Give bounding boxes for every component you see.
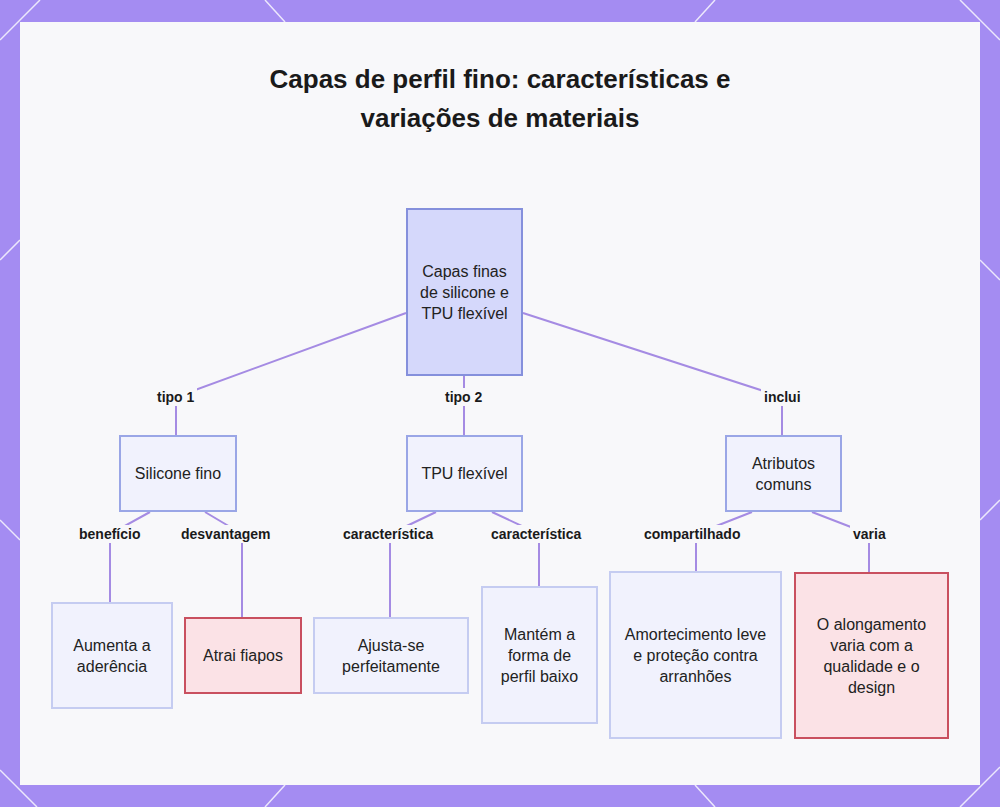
node-text: Silicone fino <box>135 463 221 484</box>
concept-box: O alongamento varia com a qualidade e o … <box>794 572 949 739</box>
node-text: O alongamento varia com a qualidade e o … <box>804 614 939 698</box>
edge-label: varia <box>850 525 889 543</box>
node-text: Amortecimento leve e proteção contra arr… <box>619 624 772 687</box>
node-text: Atributos comuns <box>735 453 832 495</box>
connector-line <box>523 313 782 435</box>
concept-box: Ajusta-se perfeitamente <box>313 617 469 694</box>
concept-box: Atributos comuns <box>725 435 842 512</box>
concept-box: Mantém a forma de perfil baixo <box>481 586 598 724</box>
root-box: Capas finas de silicone e TPU flexível <box>406 208 523 376</box>
node-text: TPU flexível <box>421 463 507 484</box>
edge-label: característica <box>340 525 436 543</box>
concept-box: Silicone fino <box>119 435 237 512</box>
edge-label: benefício <box>76 525 143 543</box>
edge-label: tipo 2 <box>442 388 485 406</box>
edge-label: desvantagem <box>178 525 273 543</box>
connector-line <box>176 313 406 435</box>
node-text: Aumenta a aderência <box>61 635 163 677</box>
edge-label: tipo 1 <box>154 388 197 406</box>
concept-box: Atrai fiapos <box>184 617 302 694</box>
concept-box: Amortecimento leve e proteção contra arr… <box>609 571 782 739</box>
panel <box>20 22 980 785</box>
node-text: Mantém a forma de perfil baixo <box>491 624 588 687</box>
diagram-title: Capas de perfil fino: características e … <box>250 60 750 138</box>
node-text: Ajusta-se perfeitamente <box>323 635 459 677</box>
concept-box: TPU flexível <box>406 435 523 512</box>
node-text: Capas finas de silicone e TPU flexível <box>416 261 513 324</box>
concept-box: Aumenta a aderência <box>51 602 173 709</box>
edge-label: característica <box>488 525 584 543</box>
node-text: Atrai fiapos <box>203 645 283 666</box>
connector-line <box>492 512 539 586</box>
edge-label: compartilhado <box>641 525 743 543</box>
edge-label: inclui <box>761 388 804 406</box>
